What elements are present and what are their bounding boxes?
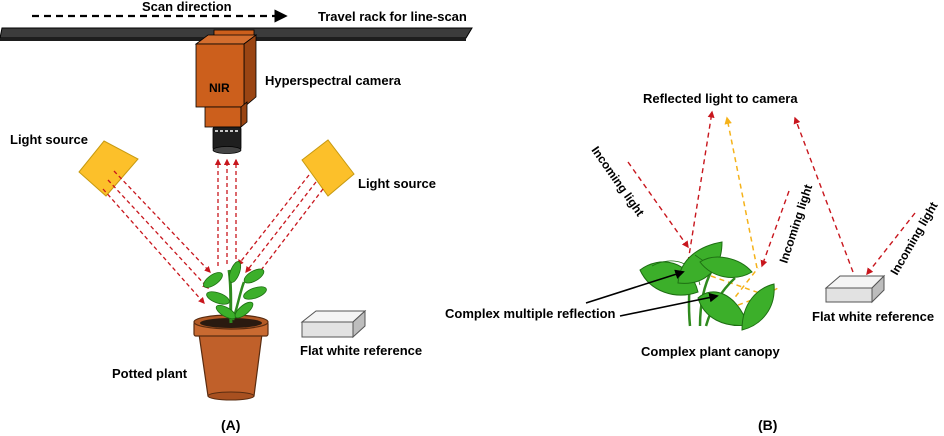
flower-pot bbox=[193, 314, 269, 401]
reflected-rays-to-camera bbox=[214, 158, 240, 266]
multiple-reflection-rays bbox=[710, 116, 779, 312]
plant-canopy-label: Complex plant canopy bbox=[641, 344, 780, 359]
incoming-light-label-3: Incoming light bbox=[887, 199, 940, 277]
light-source-right-label: Light source bbox=[358, 176, 436, 191]
hyperspectral-camera-label: Hyperspectral camera bbox=[265, 73, 402, 88]
incoming-light-label-1: Incoming light bbox=[589, 144, 648, 219]
scan-direction-label: Scan direction bbox=[142, 0, 232, 14]
incoming-rays-b bbox=[627, 161, 916, 276]
white-reference-a-label: Flat white reference bbox=[300, 343, 422, 358]
light-source-left bbox=[78, 140, 139, 197]
caption-a: (A) bbox=[221, 417, 240, 433]
potted-plant-label: Potted plant bbox=[112, 366, 188, 381]
complex-reflection-arrow-1 bbox=[585, 269, 685, 304]
caption-b: (B) bbox=[758, 417, 777, 433]
white-reference-b-label: Flat white reference bbox=[812, 309, 934, 324]
incoming-light-label-2: Incoming light bbox=[777, 183, 816, 265]
panel-a: Scan direction Travel rack for line-scan… bbox=[0, 0, 473, 433]
panel-b: Reflected light to camera Incoming light… bbox=[445, 91, 941, 433]
reflected-rays-b bbox=[687, 110, 854, 273]
light-rays-left bbox=[102, 170, 211, 304]
hyperspectral-camera bbox=[194, 29, 258, 154]
light-source-right bbox=[301, 139, 355, 197]
white-reference-b bbox=[824, 274, 886, 304]
complex-reflection-arrow-2 bbox=[619, 292, 719, 317]
travel-rack-label: Travel rack for line-scan bbox=[318, 9, 467, 24]
reflected-light-label: Reflected light to camera bbox=[643, 91, 798, 106]
white-reference-a bbox=[300, 309, 367, 339]
complex-reflection-label: Complex multiple reflection bbox=[445, 306, 616, 321]
light-rays-right bbox=[237, 174, 324, 284]
light-source-left-label: Light source bbox=[10, 132, 88, 147]
potted-plant-leaves bbox=[203, 261, 267, 324]
nir-badge: NIR bbox=[209, 81, 230, 95]
